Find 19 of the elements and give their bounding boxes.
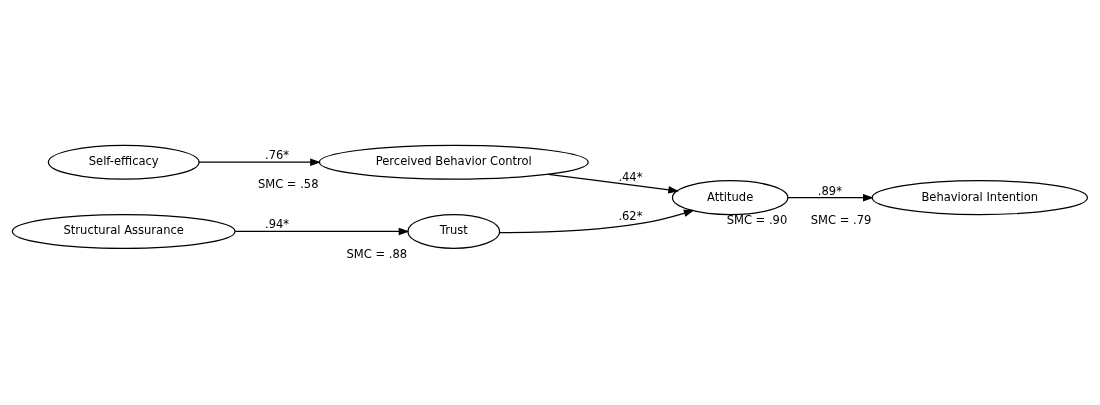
edge-label: .76* bbox=[265, 147, 290, 162]
arrow bbox=[547, 173, 680, 193]
node-label: SMC = .79 bbox=[810, 212, 872, 227]
node-ellipse: Self-efficacy bbox=[47, 144, 200, 180]
node-label: SMC = .90 bbox=[726, 212, 788, 227]
node-ellipse: Structural Assurance bbox=[11, 213, 236, 249]
edge-label: .44* bbox=[618, 169, 643, 184]
arrow bbox=[234, 227, 410, 235]
node-ellipse: Trust bbox=[407, 213, 501, 249]
edge-label: .94* bbox=[265, 216, 290, 231]
edge-label: .89* bbox=[817, 183, 842, 198]
edge-label: .62* bbox=[618, 208, 643, 223]
arrow bbox=[787, 193, 874, 201]
node-ellipse: Behavioral Intention bbox=[871, 179, 1089, 215]
arrow bbox=[198, 157, 321, 166]
arrow bbox=[499, 209, 695, 233]
node-ellipse: Perceived Behavior Control bbox=[318, 144, 589, 180]
node-label: SMC = .88 bbox=[346, 246, 408, 261]
node-label: SMC = .58 bbox=[257, 176, 319, 191]
